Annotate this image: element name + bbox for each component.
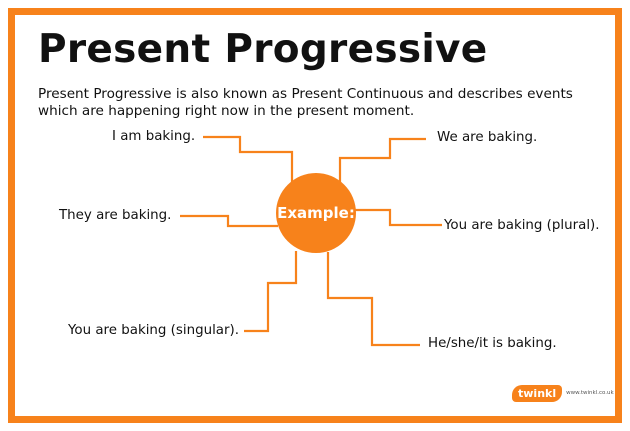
connector-mid-right [354, 208, 442, 227]
example-top-right: We are baking. [437, 130, 538, 145]
example-hub: Example: [276, 173, 356, 253]
example-top-left: I am baking. [112, 129, 196, 144]
connector-bottom-right [326, 252, 420, 347]
description-text: Present Progressive is also known as Pre… [38, 86, 573, 119]
example-mid-right: You are baking (plural). [444, 218, 600, 233]
example-mid-left: They are baking. [59, 208, 172, 223]
hub-label: Example: [277, 204, 355, 222]
connector-top-right [338, 137, 426, 184]
connector-bottom-left [244, 251, 298, 333]
page-title: Present Progressive [38, 27, 488, 72]
connector-mid-left [180, 214, 278, 228]
logo-url: www.twinkl.co.uk [566, 390, 614, 396]
example-bottom-left: You are baking (singular). [68, 323, 239, 338]
example-bottom-right: He/she/it is baking. [428, 336, 557, 351]
connector-top-left [203, 135, 294, 182]
logo-brand: twinkl [512, 384, 563, 402]
twinkl-logo: twinkl www.twinkl.co.uk [512, 382, 614, 404]
